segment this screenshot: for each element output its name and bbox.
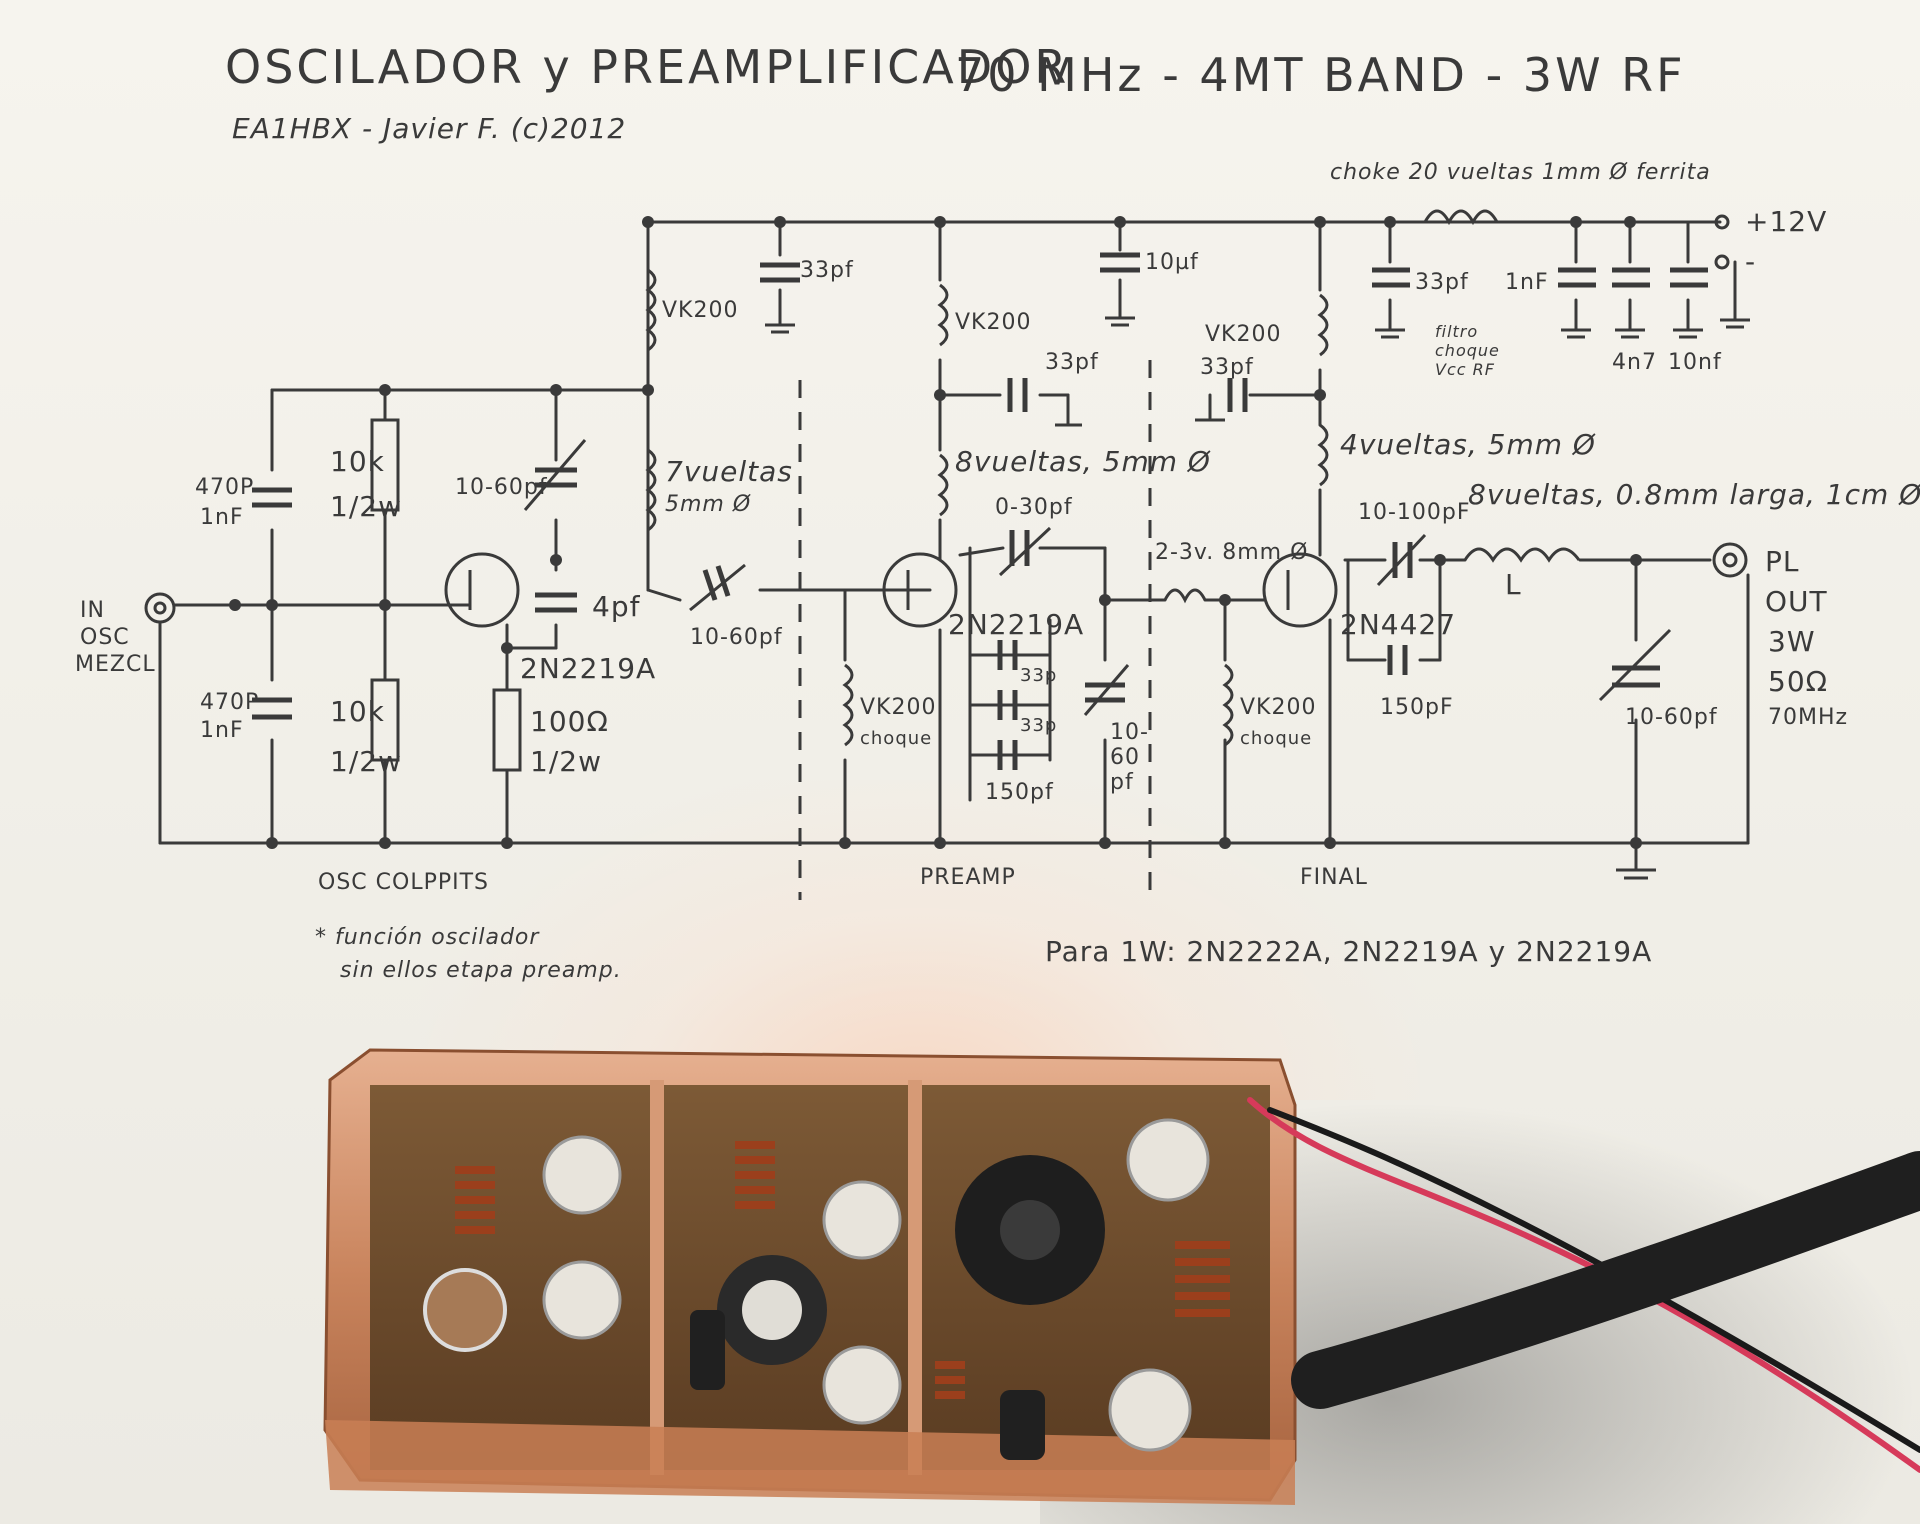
author-line: EA1HBX - Javier F. (c)2012 xyxy=(232,112,627,145)
q1-label: 2N2219A xyxy=(520,652,657,685)
c-10uf: 10µf xyxy=(1145,250,1199,275)
stage-final: FINAL xyxy=(1300,865,1368,890)
minus-label: - xyxy=(1745,245,1757,278)
c-150pf-pre: 150pf xyxy=(985,780,1054,805)
osc-note-1: * función oscilador xyxy=(315,925,540,950)
c-1nf: 1nF xyxy=(1505,270,1549,295)
r-10k-top-1: 10k xyxy=(330,445,385,478)
in-label-3: MEZCL xyxy=(75,652,156,677)
osc-transistor xyxy=(423,1268,507,1352)
out-label-3: 3W xyxy=(1768,625,1816,658)
trimmer-capacitors xyxy=(542,1118,1210,1452)
shield-divider-2 xyxy=(908,1080,922,1475)
c-470p-top-1: 470P xyxy=(195,475,255,500)
r-10k-bot-2: 1/2w xyxy=(330,745,402,778)
plus12v-label: +12V xyxy=(1745,205,1828,238)
q2-label: 2N2219A xyxy=(948,608,1085,641)
shield-divider-1 xyxy=(650,1080,664,1475)
c-10-60-pre: 10-60 pf xyxy=(1110,720,1149,795)
power-cable xyxy=(1247,1097,1920,1473)
vk200-fin-base: VK200 xyxy=(1240,695,1317,720)
out-label-2: OUT xyxy=(1765,585,1828,618)
out-label-1: PL xyxy=(1765,545,1800,578)
r-100-label: 100Ω xyxy=(530,705,609,738)
input-connector xyxy=(144,592,176,624)
choke-ferrite-1 xyxy=(690,1310,725,1390)
c-33pf-fin: 33pf xyxy=(1200,355,1254,380)
c-33pf-pre: 33pf xyxy=(1045,350,1099,375)
coils xyxy=(455,1141,1230,1399)
in-label-2: OSC xyxy=(80,625,130,650)
c-150pf-fin: 150pF xyxy=(1380,695,1454,720)
c-470p-bot-2: 1nF xyxy=(200,718,244,743)
q3-label: 2N4427 xyxy=(1340,608,1457,641)
c-470p-bot-1: 470P xyxy=(200,690,260,715)
c-10-100: 10-100pF xyxy=(1358,500,1471,525)
title-line1: OSCILADOR y PREAMPLIFICADOR xyxy=(225,40,1070,94)
stage-preamp: PREAMP xyxy=(920,865,1016,890)
vk200-pre-base: VK200 xyxy=(860,695,937,720)
out-label-4: 50Ω xyxy=(1768,665,1829,698)
c-4n7: 4n7 xyxy=(1612,350,1657,375)
l-8v-label: 8vueltas, 5mm Ø xyxy=(955,445,1211,478)
capacitor-symbols xyxy=(252,252,1708,770)
inductor-symbols xyxy=(645,209,1581,747)
stage-osc: OSC COLPPITS xyxy=(318,870,489,895)
c-470p-top-2: 1nF xyxy=(200,505,244,530)
vk200-final: VK200 xyxy=(1205,322,1282,347)
choke-label: choke 20 vueltas 1mm Ø ferrita xyxy=(1330,160,1711,185)
power-note: Para 1W: 2N2222A, 2N2219A y 2N2219A xyxy=(1045,935,1653,968)
heatsinks xyxy=(717,1155,1105,1365)
c-0-30: 0-30pf xyxy=(995,495,1073,520)
in-label-1: IN xyxy=(80,598,105,623)
l-out-label: 8vueltas, 0.8mm larga, 1cm Ø xyxy=(1468,478,1920,511)
out-label-5: 70MHz xyxy=(1768,705,1849,730)
c-10-60-coupling: 10-60pf xyxy=(690,625,783,650)
title-spec: 70 MHz - 4MT BAND - 3W RF xyxy=(955,48,1686,102)
l-7v-label-1: 7vueltas xyxy=(665,455,793,488)
light-glare xyxy=(420,780,1420,1100)
resistor-symbols xyxy=(370,418,522,772)
c-10-60-out: 10-60pf xyxy=(1625,705,1718,730)
c-33p-1: 33p xyxy=(1020,665,1058,686)
r-100-watt: 1/2w xyxy=(530,745,602,778)
filter-note: filtro choque Vcc RF xyxy=(1435,322,1500,379)
coax-cable xyxy=(1291,1151,1920,1409)
vk200-osc: VK200 xyxy=(662,298,739,323)
choque-fin: choque xyxy=(1240,728,1313,749)
ground-symbols xyxy=(765,316,1750,880)
c-10-60-osc: 10-60pf xyxy=(455,475,548,500)
l-out-symbol: L xyxy=(1505,568,1522,601)
osc-note-2: sin ellos etapa preamp. xyxy=(340,958,622,983)
c-4pf: 4pf xyxy=(592,590,641,623)
output-connector xyxy=(1712,542,1748,578)
c-33pf-a: 33pf xyxy=(800,258,854,283)
l-7v-label-2: 5mm Ø xyxy=(665,492,752,517)
choque-pre: choque xyxy=(860,728,933,749)
c-10nf: 10nf xyxy=(1668,350,1722,375)
transistor-symbols xyxy=(444,552,1338,628)
vk200-preamp: VK200 xyxy=(955,310,1032,335)
c-33p-2: 33p xyxy=(1020,715,1058,736)
l-4v-label: 4vueltas, 5mm Ø xyxy=(1340,428,1596,461)
l-interstage: 2-3v. 8mm Ø xyxy=(1155,540,1309,565)
c-33pf-b: 33pf xyxy=(1415,270,1469,295)
r-10k-bot-1: 10k xyxy=(330,695,385,728)
r-10k-top-2: 1/2w xyxy=(330,490,402,523)
choke-ferrite-2 xyxy=(1000,1390,1045,1460)
